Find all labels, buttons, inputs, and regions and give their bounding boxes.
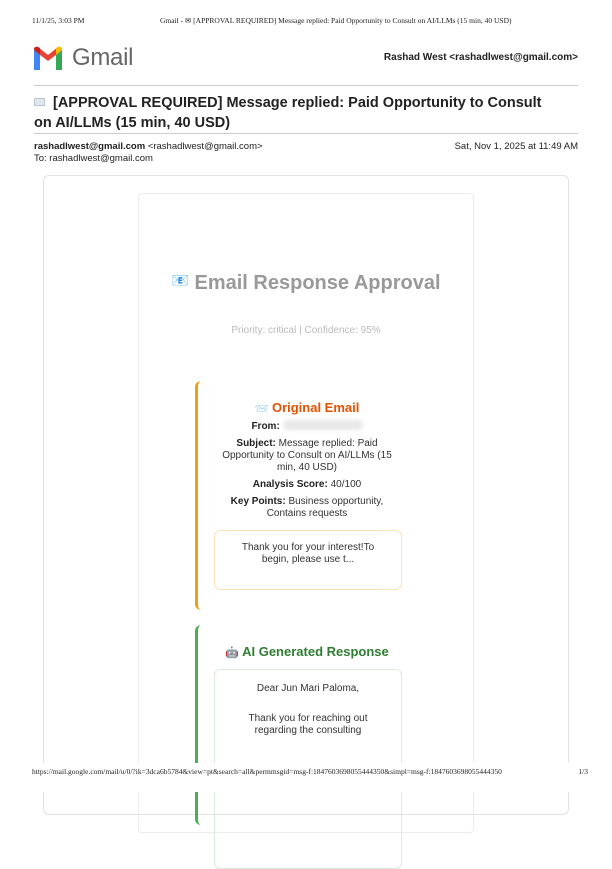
sender-email: <rashadlwest@gmail.com> (147, 141, 263, 152)
divider (34, 133, 578, 134)
footer-bg (0, 763, 612, 792)
original-email-heading: 📨 Original Email (198, 400, 416, 415)
subject-value: Message replied: Paid Opportunity to Con… (222, 438, 392, 473)
response-greeting: Dear Jun Mari Paloma, (256, 683, 360, 694)
original-meta: From: Subject: Message replied: Paid Opp… (198, 420, 416, 520)
approval-title: 📧 Email Response Approval (138, 268, 474, 296)
divider (34, 85, 578, 86)
original-snippet: Thank you for your interest!To begin, pl… (214, 530, 402, 590)
sender-name: rashadlwest@gmail.com (34, 141, 146, 152)
gmail-logo-text: Gmail (72, 44, 134, 71)
envelope-icon (34, 98, 45, 106)
score-value: 40/100 (330, 479, 362, 490)
account-label: Rashad West <rashadlwest@gmail.com> (383, 52, 578, 63)
inbox-icon: 📨 (254, 403, 269, 415)
recipient: To: rashadlwest@gmail.com (34, 152, 153, 164)
ai-response-heading: 🤖 AI Generated Response (198, 644, 416, 659)
from-label: From: (251, 421, 280, 432)
ai-response-section: 🤖 AI Generated Response Dear Jun Mari Pa… (195, 625, 416, 869)
priority-line: Priority: critical | Confidence: 95% (231, 325, 381, 336)
print-page-title: Gmail - ✉ [APPROVAL REQUIRED] Message re… (160, 16, 512, 25)
keypoints-label: Key Points: (230, 496, 286, 507)
subject-text: [APPROVAL REQUIRED] Message replied: Pai… (34, 95, 542, 131)
score-label: Analysis Score: (252, 479, 328, 490)
envelope-icon: 📧 (171, 272, 189, 288)
print-url: https://mail.google.com/mail/u/0/?ik=3dc… (32, 767, 502, 776)
subject-label: Subject: (236, 438, 276, 449)
email-date: Sat, Nov 1, 2025 at 11:49 AM (454, 141, 578, 152)
robot-icon: 🤖 (225, 647, 239, 659)
gmail-logo: Gmail (32, 44, 133, 72)
response-text: Thank you for reaching out regarding the… (248, 713, 368, 736)
gmail-m-icon (34, 46, 62, 70)
sender-block: rashadlwest@gmail.com <rashadlwest@gmail… (34, 141, 263, 164)
keypoints-value: Business opportunity, Contains requests (266, 496, 384, 519)
heading-text: Original Email (271, 400, 360, 415)
original-email-section: 📨 Original Email From: Subject: Message … (195, 381, 416, 610)
print-datetime: 11/1/25, 3:03 PM (32, 16, 85, 25)
email-subject: [APPROVAL REQUIRED] Message replied: Pai… (34, 93, 554, 133)
approval-title-text: Email Response Approval (194, 272, 441, 294)
page-number: 1/3 (578, 767, 588, 776)
heading-text: AI Generated Response (242, 644, 389, 659)
redacted-sender (282, 420, 363, 430)
